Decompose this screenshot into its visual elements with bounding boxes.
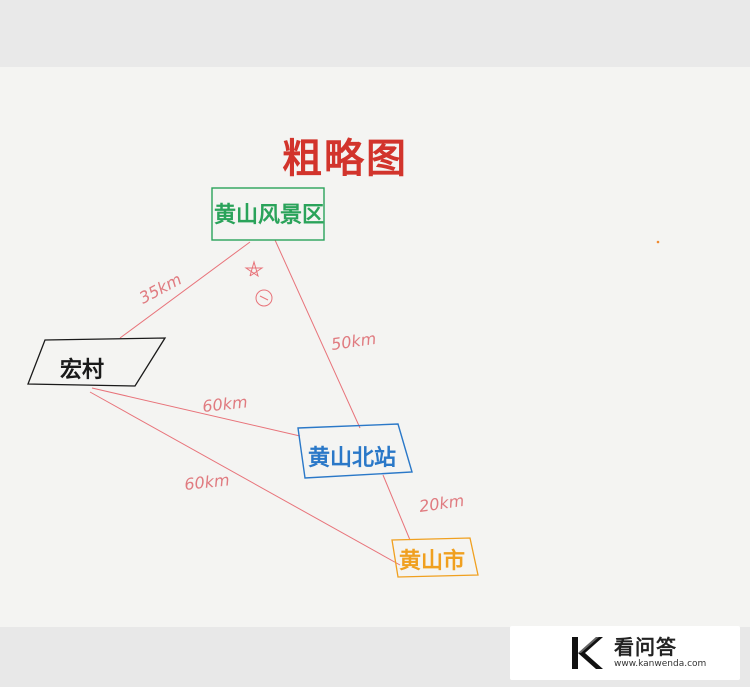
node-city-box [391,537,479,578]
paper-canvas [0,67,750,627]
watermark-badge: 看问答 www.kanwenda.com [510,626,740,680]
star-doodle-icon [244,260,273,307]
watermark-title: 看问答 [614,635,677,659]
node-city-label: 黄山市 [399,548,465,574]
distance-label-village-city: 60km [183,470,230,494]
watermark-url: www.kanwenda.com [614,659,707,669]
node-village-label: 宏村 [60,357,104,383]
kanwenda-logo-icon [572,637,603,669]
edge-village-scenic [119,241,251,339]
edge-village-city [89,391,401,566]
route-lines [89,239,411,566]
edge-village-northstation [91,387,301,437]
node-north-station-label: 黄山北站 [308,446,396,471]
distance-label-village-northstation: 60km [201,392,248,416]
top-bar [0,0,750,67]
distance-label-scenic-northstation: 50km [330,329,377,354]
node-city: 黄山市 [391,537,479,578]
node-north-station-box [297,423,413,479]
distance-label-village-scenic: 35km [136,270,185,308]
stray-dot [656,240,660,244]
node-scenic-label: 黄山风景区 [214,203,324,228]
node-north-station: 黄山北站 [297,423,413,479]
diagram-title: 粗略图 [282,136,408,182]
node-village-box [27,337,167,387]
edge-northstation-city [382,474,411,541]
node-scenic-box [211,187,325,241]
distance-label-northstation-city: 20km [418,491,465,516]
node-village: 宏村 [27,337,167,387]
edge-scenic-northstation [274,239,361,429]
node-scenic: 黄山风景区 [211,187,325,241]
